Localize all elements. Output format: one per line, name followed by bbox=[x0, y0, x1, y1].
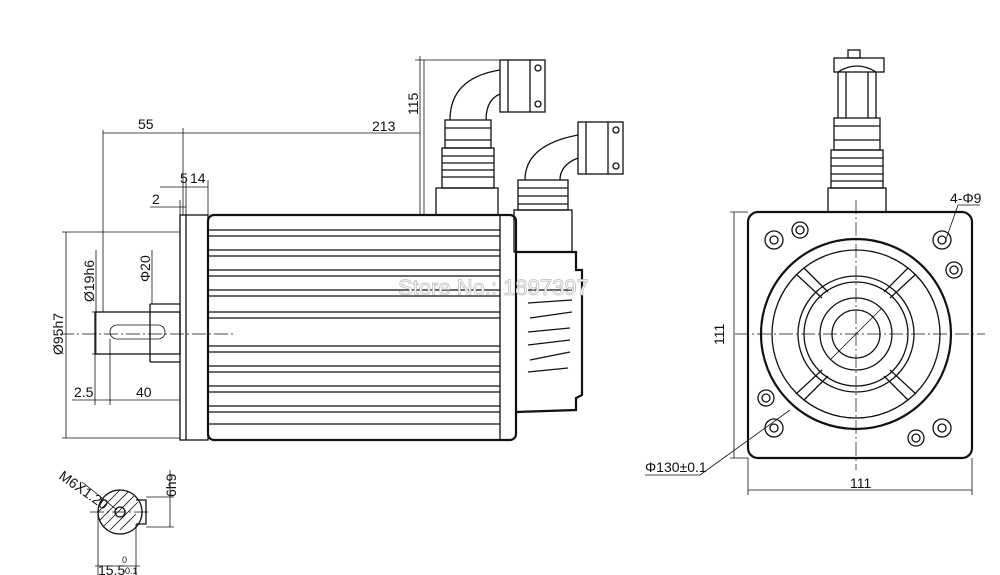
dim-213: 213 bbox=[372, 118, 396, 134]
cooling-fins bbox=[208, 229, 500, 425]
shaft-section bbox=[81, 470, 174, 575]
shaft bbox=[94, 311, 181, 355]
side-view: 55 213 115 5 14 2 Ø19h6 Φ20 Ø95h7 2.5 40 bbox=[50, 56, 624, 442]
dim-phi19h6: Ø19h6 bbox=[81, 260, 97, 302]
encoder-connector bbox=[513, 121, 624, 253]
dim-115: 115 bbox=[405, 92, 421, 115]
front-view bbox=[645, 49, 985, 495]
flange bbox=[179, 214, 209, 441]
dim-55: 55 bbox=[138, 116, 154, 132]
store-watermark: Store No.: 1897397 bbox=[398, 275, 589, 300]
dim-phi95h7: Ø95h7 bbox=[50, 313, 66, 355]
dim-5: 5 bbox=[180, 170, 188, 186]
dim-2-5: 2.5 bbox=[74, 384, 94, 400]
side-dimensions bbox=[62, 56, 500, 439]
front-connector bbox=[827, 49, 887, 213]
power-connector bbox=[435, 59, 546, 216]
dim-4-phi9: 4-Φ9 bbox=[950, 190, 982, 206]
dim-2: 2 bbox=[152, 191, 160, 207]
dim-phi130: Φ130±0.1 bbox=[645, 459, 707, 475]
dim-40: 40 bbox=[136, 384, 152, 400]
dim-key-tol-top: 0 bbox=[122, 555, 127, 565]
dim-111-horizontal: 111 bbox=[850, 475, 871, 491]
dim-14: 14 bbox=[190, 170, 206, 186]
dim-phi20: Φ20 bbox=[137, 255, 153, 282]
dim-key-width: 6h9 bbox=[163, 473, 179, 497]
motor-body bbox=[206, 213, 518, 442]
dim-key-tol-bot: -0.1 bbox=[122, 566, 138, 575]
keyway bbox=[109, 324, 166, 340]
encoder-cover bbox=[515, 250, 584, 414]
dim-key-depth: 15.5 bbox=[98, 562, 125, 575]
dim-thread: M6X1.20 bbox=[56, 467, 111, 512]
dim-111-vertical: 111 bbox=[711, 324, 727, 345]
